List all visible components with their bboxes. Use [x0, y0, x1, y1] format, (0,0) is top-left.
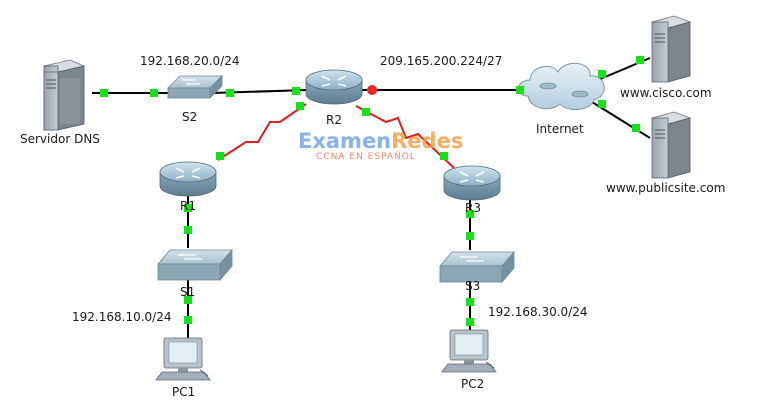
- pc1-icon[interactable]: [155, 337, 211, 381]
- port-light-up: [466, 318, 474, 326]
- device-label-pc1: PC1: [172, 385, 196, 399]
- port-light-up: [466, 210, 474, 218]
- port-light-up: [184, 316, 192, 324]
- port-light-up: [636, 56, 644, 64]
- network-label-lan-s1: 192.168.10.0/24: [72, 310, 172, 324]
- device-label-dns-server: Servidor DNS: [20, 132, 100, 146]
- port-light-up: [466, 232, 474, 240]
- port-lights: [100, 56, 644, 326]
- port-light-up: [466, 298, 474, 306]
- port-light-up: [516, 86, 524, 94]
- port-light-up: [632, 124, 640, 132]
- port-light-up: [216, 152, 224, 160]
- network-label-wan-isp: 209.165.200.224/27: [380, 54, 503, 68]
- device-label-internet: Internet: [536, 122, 584, 136]
- publicsite-server-icon[interactable]: [650, 111, 692, 179]
- cisco-server-icon[interactable]: [650, 15, 692, 83]
- port-light-up: [100, 89, 108, 97]
- dns-server-icon[interactable]: [42, 59, 86, 131]
- device-label-s1: S1: [180, 285, 196, 299]
- port-light-up: [184, 296, 192, 304]
- port-light-up: [440, 152, 448, 160]
- port-light-up: [150, 89, 158, 97]
- device-label-r1: R1: [180, 199, 196, 213]
- port-light-up: [184, 204, 192, 212]
- port-light-up: [598, 100, 606, 108]
- port-light-up: [184, 226, 192, 234]
- router-r1-icon[interactable]: [159, 161, 217, 197]
- watermark-subtitle: CCNA EN ESPAÑOL: [316, 152, 416, 162]
- watermark-title-part1: Examen: [298, 129, 392, 153]
- device-label-r2: R2: [326, 113, 342, 127]
- watermark-title: ExamenRedes: [298, 129, 463, 153]
- switch-s3-icon[interactable]: [439, 250, 515, 284]
- port-light-down: [367, 85, 377, 95]
- port-light-up: [292, 87, 300, 95]
- switch-s1-icon[interactable]: [157, 248, 233, 282]
- link-r2-r3-serial: [355, 105, 455, 169]
- device-label-publicsite: www.publicsite.com: [606, 181, 726, 195]
- device-label-cisco: www.cisco.com: [620, 86, 712, 100]
- device-label-s2: S2: [182, 110, 198, 124]
- internet-cloud-icon[interactable]: [518, 62, 605, 110]
- port-light-up: [296, 102, 304, 110]
- switch-s2-icon[interactable]: [167, 75, 223, 99]
- device-label-pc2: PC2: [461, 377, 485, 391]
- device-label-s3: S3: [465, 279, 481, 293]
- network-label-lan-s3: 192.168.30.0/24: [488, 305, 588, 319]
- router-r3-icon[interactable]: [443, 165, 501, 201]
- port-light-up: [598, 70, 606, 78]
- link-r2-r1-serial: [217, 103, 307, 161]
- device-label-r3: R3: [465, 201, 481, 215]
- router-r2-icon[interactable]: [305, 69, 363, 105]
- network-label-lan-s2: 192.168.20.0/24: [140, 54, 240, 68]
- pc2-icon[interactable]: [441, 329, 497, 373]
- port-light-up: [226, 89, 234, 97]
- watermark-title-part2: Redes: [391, 129, 464, 153]
- port-light-up: [362, 108, 370, 116]
